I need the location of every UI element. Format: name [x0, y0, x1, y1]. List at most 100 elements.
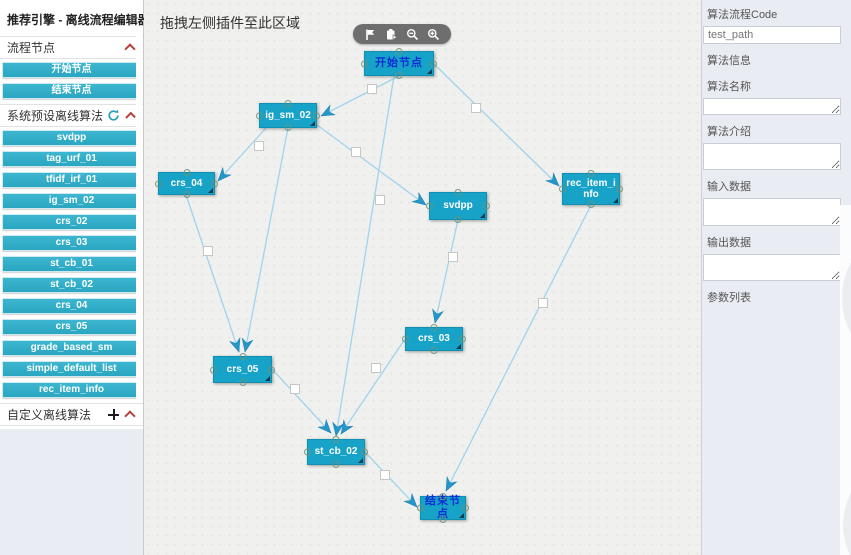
edge-handle[interactable] — [538, 298, 548, 308]
input-data-textarea[interactable] — [703, 198, 841, 226]
connection-endpoint[interactable] — [459, 335, 466, 343]
connection-endpoint[interactable] — [304, 448, 311, 456]
sidebar-item-结束节点[interactable]: 结束节点 — [2, 83, 141, 99]
connection-endpoint[interactable] — [587, 201, 595, 208]
edge-handle[interactable] — [254, 141, 264, 151]
connection-endpoint[interactable] — [183, 169, 190, 176]
flow-node-crs_04[interactable]: crs_04 — [155, 169, 218, 198]
sidebar-item-st_cb_01[interactable]: st_cb_01 — [2, 256, 141, 272]
flow-code-input[interactable] — [703, 26, 841, 44]
flow-edge-ig_sm_02-to-svdpp[interactable] — [316, 124, 427, 206]
connection-endpoint[interactable] — [430, 60, 437, 67]
connection-endpoint[interactable] — [332, 461, 340, 468]
flow-edge-st_cb_02-to-end[interactable] — [364, 451, 418, 508]
connection-endpoint[interactable] — [239, 379, 246, 386]
flow-edge-start-to-rec_item_info[interactable] — [433, 63, 560, 187]
connection-endpoint[interactable] — [454, 216, 462, 223]
connection-endpoint[interactable] — [417, 504, 424, 512]
connection-endpoint[interactable] — [256, 112, 263, 119]
flow-canvas[interactable]: 拖拽左侧插件至此区域 — [144, 0, 701, 555]
connection-endpoint[interactable] — [155, 180, 162, 187]
connection-endpoint[interactable] — [439, 493, 447, 500]
edge-handle[interactable] — [380, 470, 390, 480]
connection-endpoint[interactable] — [210, 366, 217, 373]
flow-edge-ig_sm_02-to-crs_05[interactable] — [244, 127, 289, 353]
flow-edge-rec_item_info-to-end[interactable] — [445, 204, 592, 492]
flow-node-crs_03[interactable]: crs_03 — [402, 324, 466, 354]
connection-endpoint[interactable] — [402, 335, 409, 343]
flow-edge-crs_05-to-st_cb_02[interactable] — [271, 368, 332, 434]
connection-endpoint[interactable] — [483, 202, 490, 210]
zoom-out-button[interactable] — [406, 27, 420, 41]
algorithm-intro-textarea[interactable] — [703, 143, 841, 170]
sidebar-item-crs_04[interactable]: crs_04 — [2, 298, 141, 314]
sidebar-item-tfidf_irf_01[interactable]: tfidf_irf_01 — [2, 172, 141, 188]
zoom-in-button[interactable] — [427, 27, 441, 41]
flow-edge-svdpp-to-crs_03[interactable] — [434, 219, 459, 324]
flow-edge-start-to-ig_sm_02[interactable] — [320, 75, 400, 117]
flow-node-start[interactable]: 开始节点 — [361, 48, 437, 79]
sidebar-scrollbar[interactable] — [136, 34, 142, 402]
connection-endpoint[interactable] — [454, 189, 462, 196]
sidebar-item-st_cb_02[interactable]: st_cb_02 — [2, 277, 141, 293]
connection-endpoint[interactable] — [268, 366, 275, 373]
sidebar-item-rec_item_info[interactable]: rec_item_info — [2, 382, 141, 398]
flow-edge-start-to-st_cb_02[interactable] — [335, 75, 395, 437]
connection-endpoint[interactable] — [239, 353, 246, 360]
edge-handle[interactable] — [351, 147, 361, 157]
flow-node-end[interactable]: 结束节点 — [417, 493, 469, 523]
edge-handle[interactable] — [203, 246, 213, 256]
connection-endpoint[interactable] — [361, 60, 368, 67]
sidebar-item-开始节点[interactable]: 开始节点 — [2, 62, 141, 78]
connection-endpoint[interactable] — [430, 347, 438, 354]
sidebar-item-crs_05[interactable]: crs_05 — [2, 319, 141, 335]
edge-handle[interactable] — [448, 252, 458, 262]
sidebar-item-tag_urf_01[interactable]: tag_urf_01 — [2, 151, 141, 167]
section-custom-algorithms[interactable]: 自定义离线算法 — [0, 403, 143, 426]
connection-endpoint[interactable] — [439, 516, 447, 523]
flow-node-rec_item_info[interactable]: rec_item_info — [559, 170, 623, 208]
section-flow-nodes[interactable]: 流程节点 — [0, 36, 143, 59]
section-preset-algorithms[interactable]: 系统预设离线算法 — [0, 104, 143, 127]
connection-endpoint[interactable] — [395, 72, 403, 79]
collapse-icon[interactable] — [124, 410, 136, 422]
sidebar-item-crs_02[interactable]: crs_02 — [2, 214, 141, 230]
save-flag-button[interactable] — [364, 27, 378, 41]
edge-handle[interactable] — [367, 84, 377, 94]
connection-endpoint[interactable] — [284, 124, 292, 131]
edge-handle[interactable] — [471, 103, 481, 113]
sidebar-item-simple_default_list[interactable]: simple_default_list — [2, 361, 141, 377]
edge-handle[interactable] — [375, 195, 385, 205]
refresh-icon[interactable] — [107, 109, 120, 122]
connection-endpoint[interactable] — [183, 191, 190, 198]
flow-edge-ig_sm_02-to-crs_04[interactable] — [217, 127, 267, 182]
connection-endpoint[interactable] — [313, 112, 320, 119]
edge-handle[interactable] — [290, 384, 300, 394]
connection-endpoint[interactable] — [332, 436, 340, 443]
flow-node-svdpp[interactable]: svdpp — [426, 189, 490, 223]
output-data-textarea[interactable] — [703, 254, 841, 281]
sidebar-item-crs_03[interactable]: crs_03 — [2, 235, 141, 251]
connection-endpoint[interactable] — [284, 100, 292, 107]
connection-endpoint[interactable] — [211, 180, 218, 187]
edge-handle[interactable] — [371, 363, 381, 373]
flow-edge-crs_04-to-crs_05[interactable] — [185, 194, 240, 353]
sidebar-item-ig_sm_02[interactable]: ig_sm_02 — [2, 193, 141, 209]
sidebar-item-grade_based_sm[interactable]: grade_based_sm — [2, 340, 141, 356]
connection-endpoint[interactable] — [361, 448, 368, 456]
flow-node-ig_sm_02[interactable]: ig_sm_02 — [256, 100, 320, 131]
flow-node-crs_05[interactable]: crs_05 — [210, 353, 275, 386]
flow-edge-crs_03-to-st_cb_02[interactable] — [340, 338, 406, 435]
sidebar-item-svdpp[interactable]: svdpp — [2, 130, 141, 146]
connection-endpoint[interactable] — [395, 48, 403, 55]
snapshot-button[interactable] — [385, 27, 399, 41]
connection-endpoint[interactable] — [587, 170, 595, 177]
flow-node-st_cb_02[interactable]: st_cb_02 — [304, 436, 368, 468]
connection-endpoint[interactable] — [426, 202, 433, 210]
connection-endpoint[interactable] — [616, 185, 623, 193]
connection-endpoint[interactable] — [559, 185, 566, 193]
connection-endpoint[interactable] — [430, 324, 438, 331]
algorithm-name-textarea[interactable] — [703, 98, 841, 115]
collapse-icon[interactable] — [124, 43, 136, 55]
connection-endpoint[interactable] — [462, 504, 469, 512]
